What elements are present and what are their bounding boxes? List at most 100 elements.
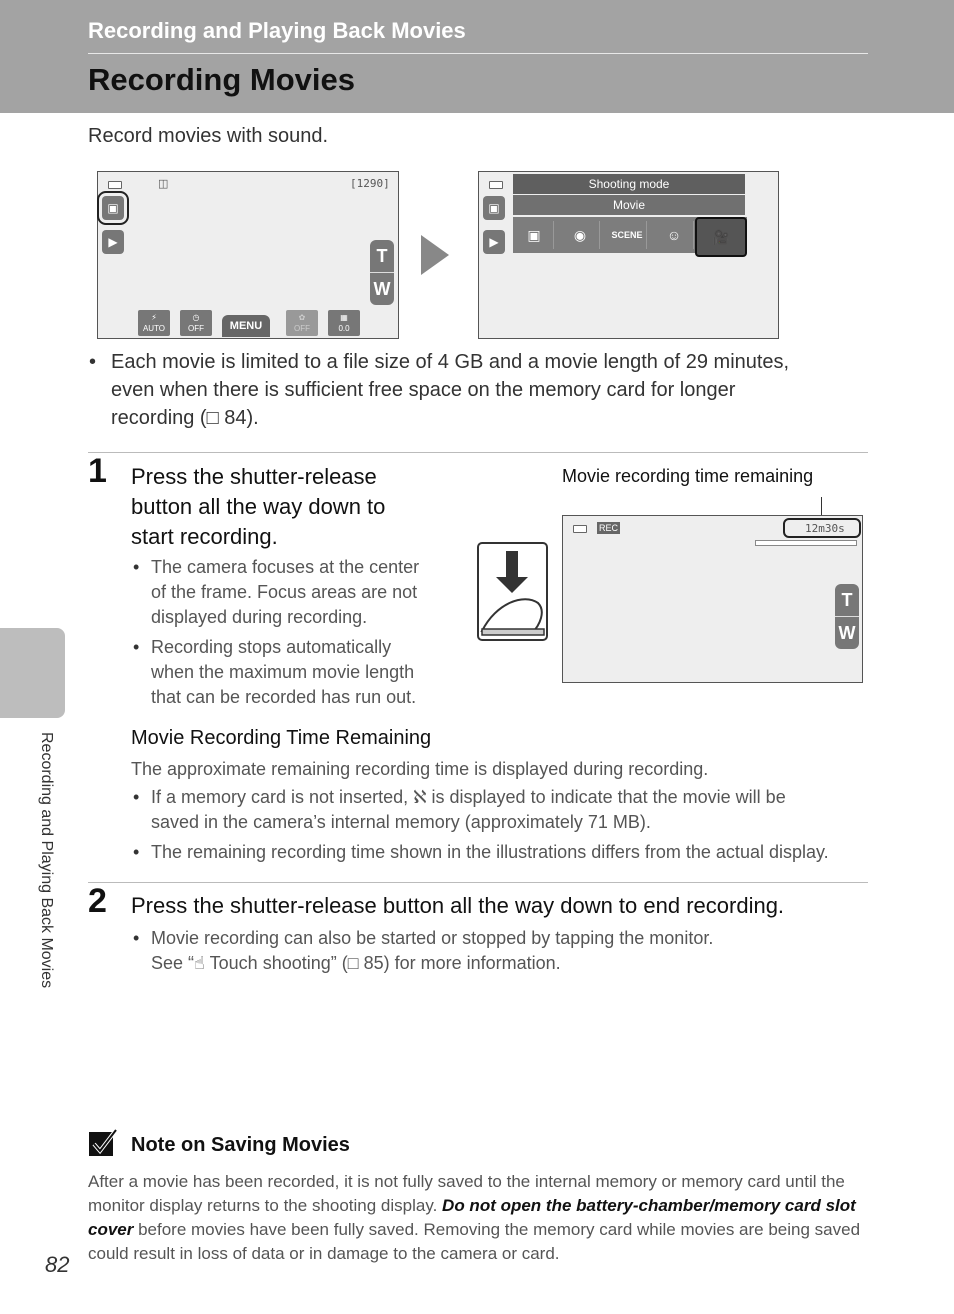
- note-heading: Note on Saving Movies: [131, 1134, 350, 1156]
- flash-label: AUTO: [142, 324, 166, 333]
- exposure-icon: ▦: [340, 313, 348, 322]
- macro-label: OFF: [294, 324, 310, 333]
- camera-screen-recording: REC 12m30s T W: [562, 515, 863, 683]
- time-remaining-para: The approximate remaining recording time…: [131, 759, 709, 779]
- note-text: After a movie has been recorded, it is n…: [88, 1170, 878, 1266]
- internal-memory-note: • If a memory card is not inserted, ℵ is…: [133, 785, 786, 835]
- zoom-tele: T: [841, 590, 853, 610]
- focus-note: • The camera focuses at the center of th…: [133, 555, 420, 630]
- shooting-mode-button: ▣: [483, 196, 505, 220]
- intro-text: Record movies with sound.: [88, 125, 329, 147]
- rec-indicator: REC: [597, 522, 621, 534]
- focus-line1: The camera focuses at the center: [151, 557, 420, 577]
- macro-button: ✿ OFF: [286, 310, 318, 336]
- arrow-right-icon: [421, 235, 449, 275]
- touch-shooting-note: • Movie recording can also be started or…: [133, 926, 714, 976]
- checkmark-icon: [89, 1128, 118, 1156]
- header-divider: [88, 53, 868, 54]
- mode-value-bar: Movie: [513, 195, 745, 215]
- shutter-press-illustration: [477, 542, 548, 641]
- time-remaining-box: 12m30s: [783, 518, 861, 538]
- side-label: Recording and Playing Back Movies: [38, 732, 55, 989]
- flash-icon: ⚡: [151, 313, 157, 322]
- exposure-button: ▦ 0.0: [328, 310, 360, 336]
- illustration-differs-text: The remaining recording time shown in th…: [151, 842, 829, 862]
- divider: [88, 882, 868, 883]
- focus-line2: of the frame. Focus areas are not: [151, 582, 418, 602]
- step-1-line1: Press the shutter-release: [131, 464, 377, 489]
- file-size-line1: Each movie is limited to a file size of …: [111, 351, 790, 373]
- playback-button: ▶: [483, 230, 505, 254]
- timer-label: OFF: [188, 324, 204, 333]
- bullet-dot: •: [133, 928, 140, 948]
- callout-line: [821, 497, 822, 517]
- illustration-differs-note: • The remaining recording time shown in …: [133, 840, 829, 865]
- internal-memory-line2: saved in the camera’s internal memory (a…: [151, 812, 651, 832]
- battery-icon: [108, 181, 122, 189]
- bullet-dot: •: [133, 557, 140, 577]
- callout-label: Movie recording time remaining: [562, 466, 814, 486]
- macro-icon: ✿: [298, 313, 306, 322]
- step-1-text: Press the shutter-release button all the…: [131, 462, 385, 552]
- battery-icon: [489, 181, 503, 189]
- auto-stop-note: • Recording stops automatically when the…: [133, 635, 417, 710]
- side-tab: [0, 628, 65, 718]
- movie-mode-icon: 🎥: [695, 217, 747, 257]
- zoom-divider: [370, 272, 394, 273]
- bullet-dot: •: [89, 351, 97, 373]
- time-remaining: 12m30s: [805, 522, 845, 535]
- exposure-label: 0.0: [338, 324, 350, 333]
- battery-icon: [573, 525, 587, 533]
- camera-screen-mode-select: ▣ ▶ Shooting mode Movie ▣ ◉ SCENE ☺ 🎥: [478, 171, 779, 339]
- divider: [88, 452, 868, 453]
- note-text-part1: After a movie has been recorded, it is n…: [88, 1172, 845, 1215]
- camera-icon: ◉: [561, 221, 600, 249]
- auto-stop-line2: when the maximum movie length: [151, 662, 415, 682]
- smart-portrait-icon: ☺: [655, 221, 694, 249]
- step-1-line3: start recording.: [131, 524, 278, 549]
- zoom-wide: W: [838, 623, 856, 643]
- timer-icon: ◷: [192, 313, 200, 322]
- touch-shooting-line2: See “☝ Touch shooting” (□ 85) for more i…: [151, 953, 561, 973]
- camera-screen-shooting: ◫ [1290] ▣ ▶ T W ⚡ AUTO ◷ OFF MENU ✿ OFF ▦ 0…: [97, 171, 399, 339]
- step-2-text: Press the shutter-release button all the…: [131, 893, 785, 918]
- note-text-part2: before movies have been fully saved. Rem…: [88, 1220, 861, 1263]
- menu-button: MENU: [222, 315, 270, 337]
- self-timer-button: ◷ OFF: [180, 310, 212, 336]
- bullet-dot: •: [133, 787, 140, 807]
- scene-mode-icon: SCENE: [608, 221, 647, 249]
- file-size-line2: even when there is sufficient free space…: [111, 379, 736, 401]
- page-number: 82: [45, 1252, 70, 1277]
- zoom-control: T W: [835, 584, 859, 649]
- progress-bar: [755, 540, 857, 546]
- shooting-mode-button: ▣: [97, 191, 129, 225]
- internal-memory-line1: If a memory card is not inserted, ℵ is d…: [151, 787, 786, 807]
- page-title: Recording Movies: [88, 62, 355, 97]
- step-1-line2: button all the way down to: [131, 494, 386, 519]
- auto-stop-line1: Recording stops automatically: [151, 637, 392, 657]
- zoom-tele: T: [376, 246, 388, 266]
- step-2-number: 2: [88, 882, 107, 920]
- file-size-note: • Each movie is limited to a file size o…: [89, 348, 871, 432]
- zoom-wide: W: [373, 279, 391, 299]
- flash-button: ⚡ AUTO: [138, 310, 170, 336]
- section-title: Recording and Playing Back Movies: [88, 18, 466, 43]
- zoom-control: T W: [370, 240, 394, 305]
- file-size-line3: recording (□ 84).: [111, 407, 259, 429]
- touch-shooting-line1: Movie recording can also be started or s…: [151, 928, 714, 948]
- shots-remaining: [1290]: [350, 177, 390, 190]
- focus-line3: displayed during recording.: [151, 607, 368, 627]
- mode-icon-row: ▣ ◉ SCENE ☺ 🎥: [513, 217, 747, 257]
- bullet-dot: •: [133, 637, 140, 657]
- auto-stop-line3: that can be recorded has run out.: [151, 687, 417, 707]
- zoom-divider: [835, 616, 859, 617]
- step-1-number: 1: [88, 452, 107, 490]
- vibration-reduction-icon: ◫: [158, 178, 169, 190]
- note-text-bold: Do not open the battery-chamber/memory c…: [88, 1196, 856, 1239]
- auto-mode-icon: ▣: [515, 221, 554, 249]
- playback-button: ▶: [102, 230, 124, 254]
- mode-title-bar: Shooting mode: [513, 174, 745, 194]
- bullet-dot: •: [133, 842, 140, 862]
- page-header: Recording and Playing Back Movies Record…: [0, 0, 954, 113]
- time-remaining-heading: Movie Recording Time Remaining: [131, 727, 432, 749]
